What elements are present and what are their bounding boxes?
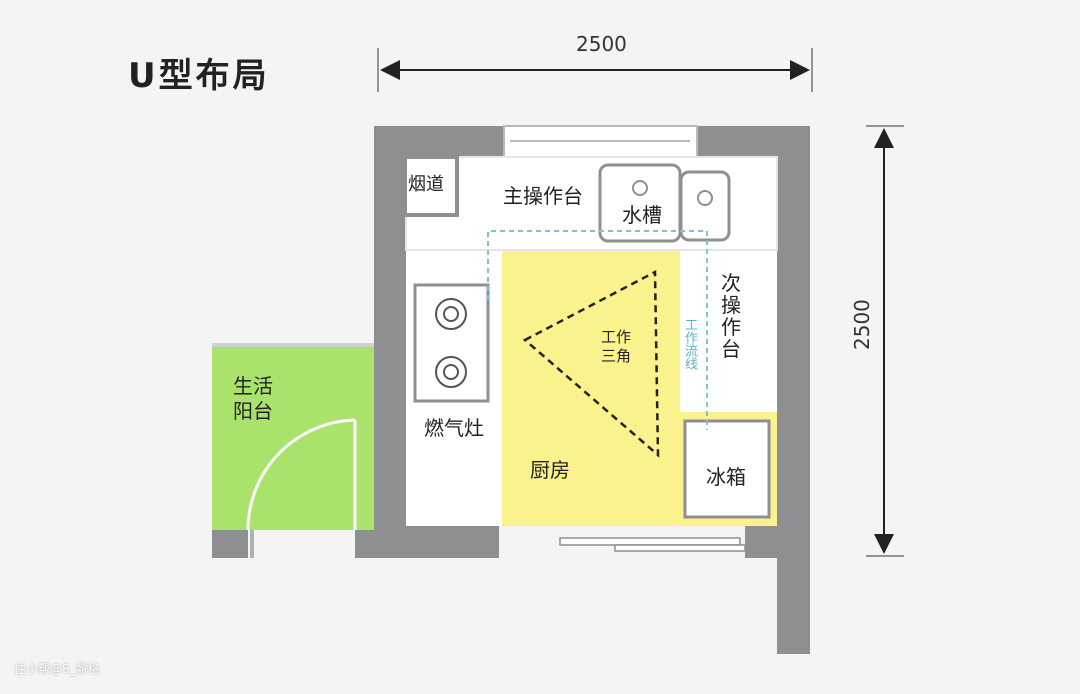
stove-top bbox=[413, 283, 490, 403]
work-flow-label: 工作流线 bbox=[682, 318, 697, 370]
burner-bottom bbox=[435, 356, 467, 388]
work-triangle bbox=[522, 269, 660, 458]
kitchen-floor-highlight bbox=[502, 250, 680, 526]
sink-label: 水槽 bbox=[622, 203, 662, 227]
work-triangle-label: 工作 三角 bbox=[601, 328, 632, 365]
work-flow-line bbox=[487, 230, 708, 430]
height-dimension-label: 2500 bbox=[850, 299, 874, 350]
wall-right bbox=[777, 126, 810, 654]
balcony-wall-stub bbox=[250, 530, 254, 558]
flue-box bbox=[403, 155, 459, 217]
balcony-label: 生活 阳台 bbox=[233, 374, 273, 423]
flue-label: 烟道 bbox=[408, 174, 444, 195]
sink-drain-main bbox=[632, 180, 648, 196]
main-counter-label: 主操作台 bbox=[503, 184, 583, 208]
diagram-title: U型布局 bbox=[128, 56, 270, 96]
width-dimension-label: 2500 bbox=[576, 32, 627, 56]
wall-bottom-left bbox=[374, 526, 499, 558]
burner-bottom-inner bbox=[443, 364, 459, 380]
balcony-area bbox=[212, 345, 375, 530]
wall-left bbox=[374, 126, 406, 558]
kitchen-label: 厨房 bbox=[530, 458, 570, 482]
fridge-box bbox=[683, 419, 771, 519]
secondary-counter-label: 次 操 作 台 bbox=[721, 271, 741, 361]
sliding-door-track-1 bbox=[559, 537, 741, 546]
wall-bottom-right bbox=[745, 526, 810, 558]
stove-label: 燃气灶 bbox=[424, 416, 484, 440]
balcony-door-swing bbox=[246, 418, 356, 531]
fridge-label: 冰箱 bbox=[706, 465, 746, 489]
burner-top-inner bbox=[443, 306, 459, 322]
wall-top-left bbox=[374, 126, 504, 157]
sliding-door-track-2 bbox=[614, 544, 746, 552]
burner-top bbox=[435, 298, 467, 330]
sink-drain-small bbox=[697, 190, 713, 206]
balcony-wall-mid bbox=[355, 530, 375, 558]
watermark: 住小帮@S_薪格 bbox=[14, 662, 100, 676]
balcony-wall-left bbox=[212, 530, 248, 558]
